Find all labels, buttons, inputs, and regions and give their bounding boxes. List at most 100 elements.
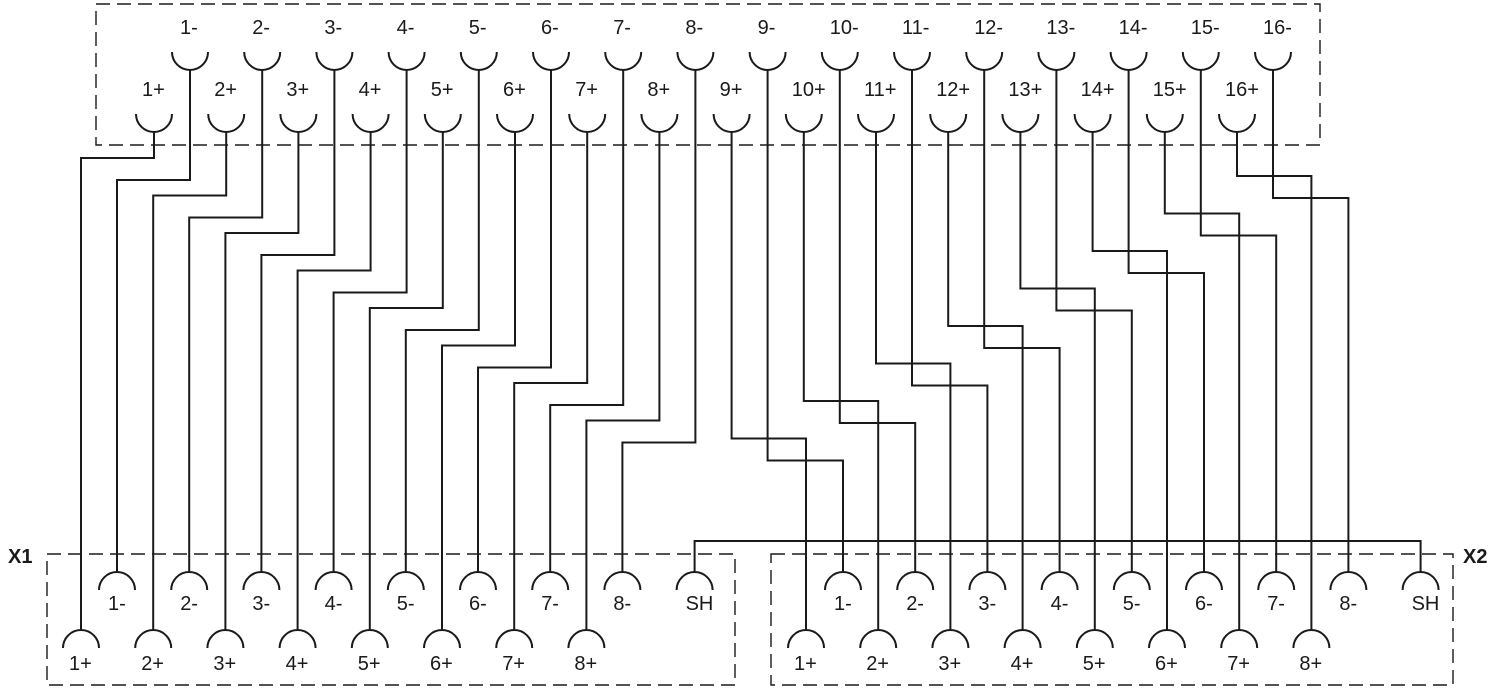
top-pin-8-plus [640, 113, 679, 133]
x1-pin-6-plus [423, 629, 461, 649]
x2-pin-4-plus [1003, 629, 1042, 649]
top-pin-1-plus [135, 113, 173, 133]
x1-pin-8-plus [567, 629, 606, 649]
top-pin-11-plus [857, 113, 895, 133]
top-pin-label: 1+ [142, 79, 165, 101]
x1-pin-4-plus [278, 629, 317, 649]
top-pin-13-minus [1037, 51, 1076, 71]
x2-pin-2-plus [859, 629, 898, 649]
top-pin-label: 1- [180, 17, 198, 39]
wire-x1-3-minus [260, 70, 336, 572]
top-pin-4-plus [351, 113, 390, 133]
wire-x1-1-minus [116, 70, 191, 572]
top-pin-6-minus [532, 51, 570, 71]
wire-x2-7-minus [1199, 70, 1278, 572]
x1-pin-label: 4+ [286, 653, 309, 675]
x1-pin-label: 7+ [502, 653, 525, 675]
x1-pin-3-plus [206, 629, 245, 649]
wire-x2-8-minus [1272, 70, 1350, 572]
top-pin-label: 8+ [647, 79, 670, 101]
top-pin-2-minus [243, 51, 282, 71]
top-pin-9-minus [748, 51, 787, 71]
top-pin-9-plus [712, 113, 751, 133]
top-pin-1-minus [171, 51, 209, 71]
x2-pin-label: 1+ [794, 653, 817, 675]
wire-x2-7-plus [1163, 132, 1241, 630]
wire-x2-1-plus [730, 132, 807, 630]
x1-pin-label: 2- [180, 593, 198, 615]
top-pin-label: 15- [1191, 17, 1220, 39]
top-pin-label: 7+ [575, 79, 598, 101]
top-pin-11-minus [893, 51, 931, 71]
wire-x1-5-plus [368, 132, 444, 630]
x1-pin-label: SH [686, 593, 714, 615]
top-pin-label: 3+ [286, 79, 309, 101]
top-pin-15-plus [1145, 113, 1184, 133]
top-pin-label: 11+ [864, 79, 896, 101]
top-pin-7-minus [604, 51, 643, 71]
wires [80, 70, 1422, 630]
top-pin-label: 12+ [936, 79, 970, 101]
wire-x1-2-plus [152, 132, 228, 630]
top-pin-label: 4+ [359, 79, 382, 101]
x1-pin-label: 2+ [141, 653, 164, 675]
x2-pin-label: 8+ [1299, 653, 1322, 675]
x2-pin-label: 7+ [1227, 653, 1250, 675]
top-pin-label: 16+ [1225, 79, 1259, 101]
top-pin-label: 6+ [503, 79, 526, 101]
x2-pin-1-minus [824, 571, 862, 591]
x1-pin-7-plus [495, 629, 534, 649]
top-pin-label: 3- [324, 17, 342, 39]
top-pin-label: 9- [758, 17, 776, 39]
x1-pin-label: 1- [108, 593, 126, 615]
wire-x1-2-minus [188, 70, 264, 572]
x2-pin-4-minus [1040, 571, 1079, 591]
top-pin-label: 11- [902, 17, 929, 39]
x1-pin-5-minus [386, 571, 425, 591]
wire-x1-5-minus [404, 70, 480, 572]
x2-pin-1-plus [787, 629, 825, 649]
top-pin-label: 10+ [792, 79, 826, 101]
x1-pin-1-plus [62, 629, 100, 649]
x2-pin-7-minus [1257, 571, 1296, 591]
x2-pin-label: 8- [1339, 593, 1357, 615]
wire-x1-1-plus [80, 132, 155, 630]
top-pin-15-minus [1181, 51, 1220, 71]
top-pin-5-plus [423, 113, 462, 133]
x2-pin-9-minus [1401, 571, 1440, 591]
top-pin-13-plus [1001, 113, 1040, 133]
x1-pin-label: 3- [252, 593, 270, 615]
top-pin-3-plus [279, 113, 318, 133]
wire-x2-5-plus [1019, 132, 1096, 630]
wire-x1-4-minus [332, 70, 408, 572]
x1-pin-label: 4- [325, 593, 343, 615]
wire-x2-4-minus [983, 70, 1061, 572]
wire-x1-3-plus [224, 132, 300, 630]
top-pin-10-plus [784, 113, 823, 133]
wire-x1-6-plus [441, 132, 516, 630]
wire-x2-2-minus [838, 70, 917, 572]
top-pin-label: 2- [252, 17, 270, 39]
x2-pin-8-minus [1329, 571, 1368, 591]
top-pin-label: 14- [1119, 17, 1148, 39]
top-pin-label: 8- [685, 17, 703, 39]
x1-pin-label: 7- [541, 593, 559, 615]
x2-pin-label: 2+ [866, 653, 889, 675]
wire-x1-4-plus [296, 132, 372, 630]
wire-x2-3-plus [875, 132, 952, 630]
x2-pin-2-minus [896, 571, 935, 591]
top-pin-label: 6- [541, 17, 559, 39]
x2-pin-label: 3- [978, 593, 996, 615]
x2-pin-8-plus [1292, 629, 1331, 649]
x2-pin-label: 2- [906, 593, 924, 615]
x1-pin-label: 8+ [574, 653, 597, 675]
top-pin-label: 9+ [720, 79, 743, 101]
top-pin-label: 14+ [1081, 79, 1115, 101]
x1-pin-6-minus [459, 571, 497, 591]
pins: 1-2-3-4-5-6-7-8-9-10-11-12-13-14-15-16-1… [62, 17, 1440, 675]
wire-x2-1-minus [766, 70, 844, 572]
top-pin-label: 5+ [431, 79, 454, 101]
x1-pin-label: 6- [469, 593, 487, 615]
x1-connector-outline [46, 553, 736, 686]
